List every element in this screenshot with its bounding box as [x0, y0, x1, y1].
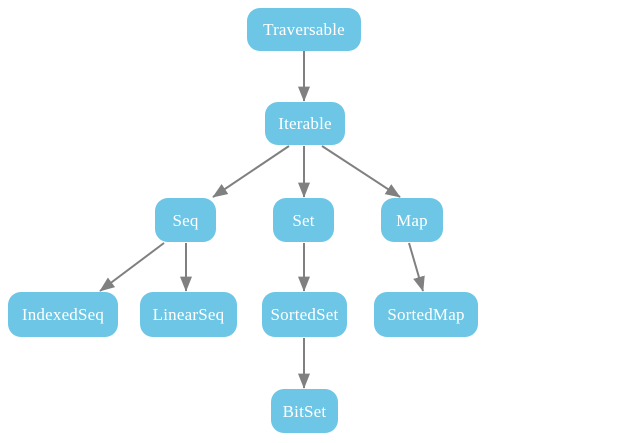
node-label-sortedset: SortedSet: [270, 305, 339, 324]
node-sortedmap[interactable]: SortedMap: [374, 292, 478, 337]
node-map[interactable]: Map: [381, 198, 443, 242]
node-label-set: Set: [292, 210, 315, 230]
node-label-map: Map: [396, 210, 428, 230]
node-label-iterable: Iterable: [278, 114, 332, 133]
node-indexedseq[interactable]: IndexedSeq: [8, 292, 118, 337]
node-label-sortedmap: SortedMap: [387, 305, 465, 324]
node-sortedset[interactable]: SortedSet: [262, 292, 347, 337]
node-label-linearseq: LinearSeq: [152, 305, 225, 324]
node-label-seq: Seq: [172, 210, 199, 230]
node-bitset[interactable]: BitSet: [271, 389, 338, 433]
node-linearseq[interactable]: LinearSeq: [140, 292, 237, 337]
node-label-bitset: BitSet: [282, 401, 327, 421]
node-traversable[interactable]: Traversable: [247, 8, 361, 51]
node-label-indexedseq: IndexedSeq: [21, 305, 105, 324]
node-iterable[interactable]: Iterable: [265, 102, 345, 145]
node-label-traversable: Traversable: [263, 20, 345, 39]
node-set[interactable]: Set: [273, 198, 334, 242]
node-seq[interactable]: Seq: [155, 198, 216, 242]
